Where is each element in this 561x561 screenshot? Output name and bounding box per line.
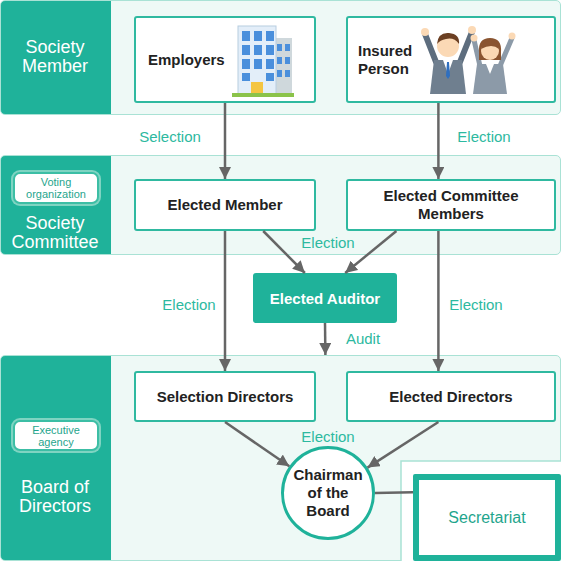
node-label: Insured Person <box>358 42 438 78</box>
edge-label: Election <box>162 296 215 313</box>
node-label: Elected Directors <box>389 388 512 406</box>
section-title: Society Committee <box>1 212 109 254</box>
edge-label: Selection <box>139 128 201 145</box>
node-label: Selection Directors <box>157 388 294 406</box>
process-box: Employers <box>134 16 316 103</box>
node-label: Chairman of the Board <box>290 466 366 520</box>
section-title: Society Member <box>1 1 109 113</box>
process-box: Insured Person <box>346 16 556 103</box>
process-box: Selection Directors <box>134 371 316 422</box>
edge-label: Election <box>457 128 510 145</box>
band-notch <box>401 461 561 561</box>
node-label: Elected Committee Members <box>361 187 541 223</box>
node-label: Employers <box>148 51 225 69</box>
chair-circle: Chairman of the Board <box>281 446 375 540</box>
node-label: Elected Auditor <box>270 290 380 307</box>
tag-badge: Voting organization <box>13 172 99 204</box>
node-label: Elected Member <box>167 196 282 214</box>
highlight-box: Elected Auditor <box>253 273 397 323</box>
edge-label: Election <box>449 296 502 313</box>
edge-label: Audit <box>346 330 380 347</box>
section-title: Board of Directors <box>1 476 109 518</box>
node-label: Executive agency <box>15 424 97 448</box>
process-box: Elected Member <box>134 179 316 231</box>
node-label: Secretariat <box>448 509 525 527</box>
process-box: Elected Committee Members <box>346 179 556 231</box>
tag-badge: Executive agency <box>13 420 99 451</box>
node-label: Voting organization <box>15 176 97 200</box>
circle-shape <box>283 448 374 539</box>
section-band: Society Member Employers Insured Person <box>0 0 561 115</box>
secretariat-box: Secretariat <box>413 474 561 561</box>
arrow-connector <box>324 323 327 355</box>
process-box: Elected Directors <box>346 371 556 422</box>
section-band: Society CommitteeVoting organizationElec… <box>0 155 561 255</box>
